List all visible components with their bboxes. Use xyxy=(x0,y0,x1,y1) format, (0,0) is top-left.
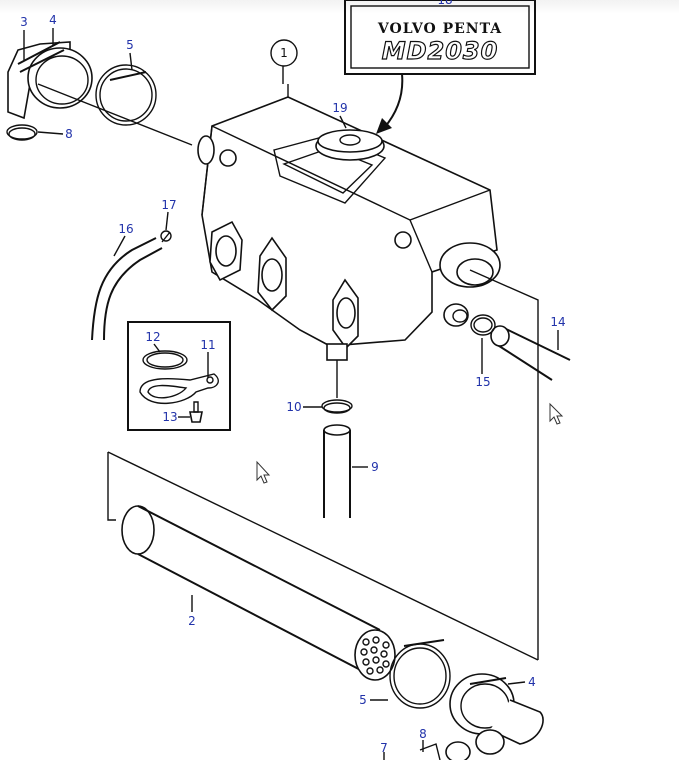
callout-2: 2 xyxy=(188,614,196,628)
callout-4-bottom: 4 xyxy=(528,675,536,689)
hose-14 xyxy=(469,269,571,660)
cooler-tube-2 xyxy=(107,451,539,681)
callout-10: 10 xyxy=(286,400,301,414)
callout-5-top: 5 xyxy=(126,38,134,52)
callout-14: 14 xyxy=(550,315,565,329)
callout-17: 17 xyxy=(161,198,176,212)
callout-16: 16 xyxy=(118,222,133,236)
pipe-9 xyxy=(321,360,353,518)
gasket-inset-box xyxy=(127,321,231,431)
callout-4-top: 4 xyxy=(49,13,57,27)
callout-11: 11 xyxy=(200,338,215,352)
callout-5-bottom: 5 xyxy=(359,693,367,707)
callout-1: 1 xyxy=(280,46,288,60)
leader-lines xyxy=(23,28,559,760)
callout-8-top: 8 xyxy=(65,127,73,141)
elbow-hose-top-left xyxy=(6,41,193,146)
callout-13: 13 xyxy=(162,410,177,424)
logo-model-text: MD2030 xyxy=(382,37,499,65)
callout-1-circle xyxy=(270,39,298,67)
callout-3: 3 xyxy=(20,15,28,29)
heat-exchanger-body xyxy=(197,84,501,361)
elbow-hose-bottom xyxy=(389,639,544,760)
mouse-cursor-icon xyxy=(549,402,564,425)
callout-15: 15 xyxy=(475,375,490,389)
hose-16 xyxy=(91,230,172,341)
callout-19: 19 xyxy=(332,101,347,115)
mouse-cursor-icon xyxy=(256,460,271,484)
callout-8-bottom: 8 xyxy=(419,727,427,741)
model-logo-box: VOLVO PENTA MD2030 xyxy=(344,0,536,134)
callout-18: 18 xyxy=(437,0,452,7)
callout-12: 12 xyxy=(145,330,160,344)
page-top-shade xyxy=(0,0,679,14)
logo-brand-text: VOLVO PENTA xyxy=(377,21,502,37)
callout-9: 9 xyxy=(371,460,379,474)
callout-7: 7 xyxy=(380,741,388,755)
